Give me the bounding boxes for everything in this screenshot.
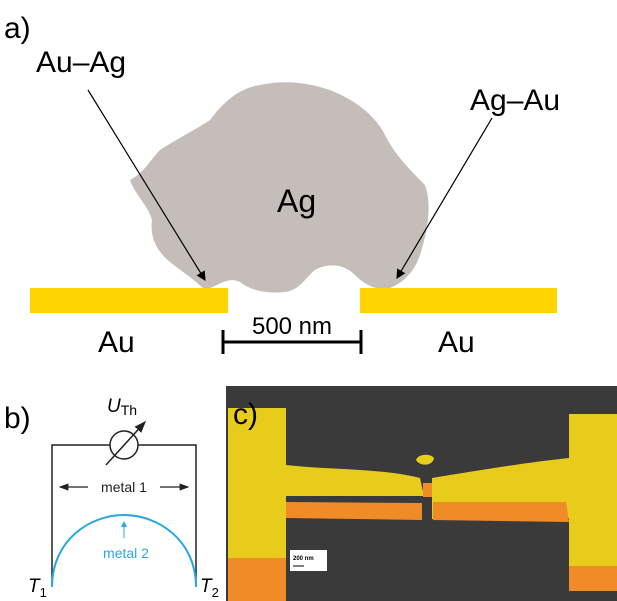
au-left-label: Au	[98, 326, 135, 359]
au-ag-junction-label: Au–Ag	[36, 46, 126, 79]
scale-bar-500nm: 500 nm	[221, 313, 363, 354]
left-pad-lower	[228, 558, 286, 601]
panel-b: b) UTh metal 1 metal 2 T1 T2	[4, 396, 219, 600]
orange-wire-left	[286, 502, 422, 520]
right-pad	[569, 414, 617, 566]
panel-a-label: a)	[4, 12, 31, 45]
particle	[416, 454, 434, 465]
circuit-wire-left	[51, 444, 110, 587]
t2-label: T2	[200, 576, 219, 600]
au-electrode-left	[30, 288, 228, 313]
metal2-label: metal 2	[103, 545, 149, 561]
panel-c-label: c)	[233, 398, 258, 431]
au-right-label: Au	[438, 326, 475, 359]
junction	[423, 483, 432, 497]
left-pad	[228, 408, 286, 558]
ag-au-junction-label: Ag–Au	[470, 84, 560, 117]
orange-wire-right	[433, 502, 569, 522]
panel-c-sem-image: 200 nm c)	[226, 386, 617, 601]
panel-b-label: b)	[4, 402, 31, 435]
ag-particle	[130, 82, 429, 293]
ag-label: Ag	[277, 183, 316, 219]
t1-label: T1	[28, 576, 47, 600]
ag-au-pointer-arrow	[396, 117, 493, 280]
sem-scale-bar-label: 200 nm	[293, 556, 314, 562]
au-electrode-right	[360, 288, 557, 313]
right-pad-lower	[569, 566, 617, 591]
scale-bar-label: 500 nm	[252, 313, 332, 340]
voltage-label: UTh	[107, 396, 137, 418]
metal2-wire	[51, 513, 197, 588]
metal1-label: metal 1	[101, 479, 147, 495]
panel-a: a) Ag Au–Ag Ag–Au Au Au 500 nm	[4, 12, 560, 359]
au-ag-pointer-arrow	[87, 89, 206, 282]
voltmeter-icon	[105, 420, 147, 466]
yellow-wire-left	[286, 465, 424, 496]
circuit-wire-right	[138, 444, 197, 587]
